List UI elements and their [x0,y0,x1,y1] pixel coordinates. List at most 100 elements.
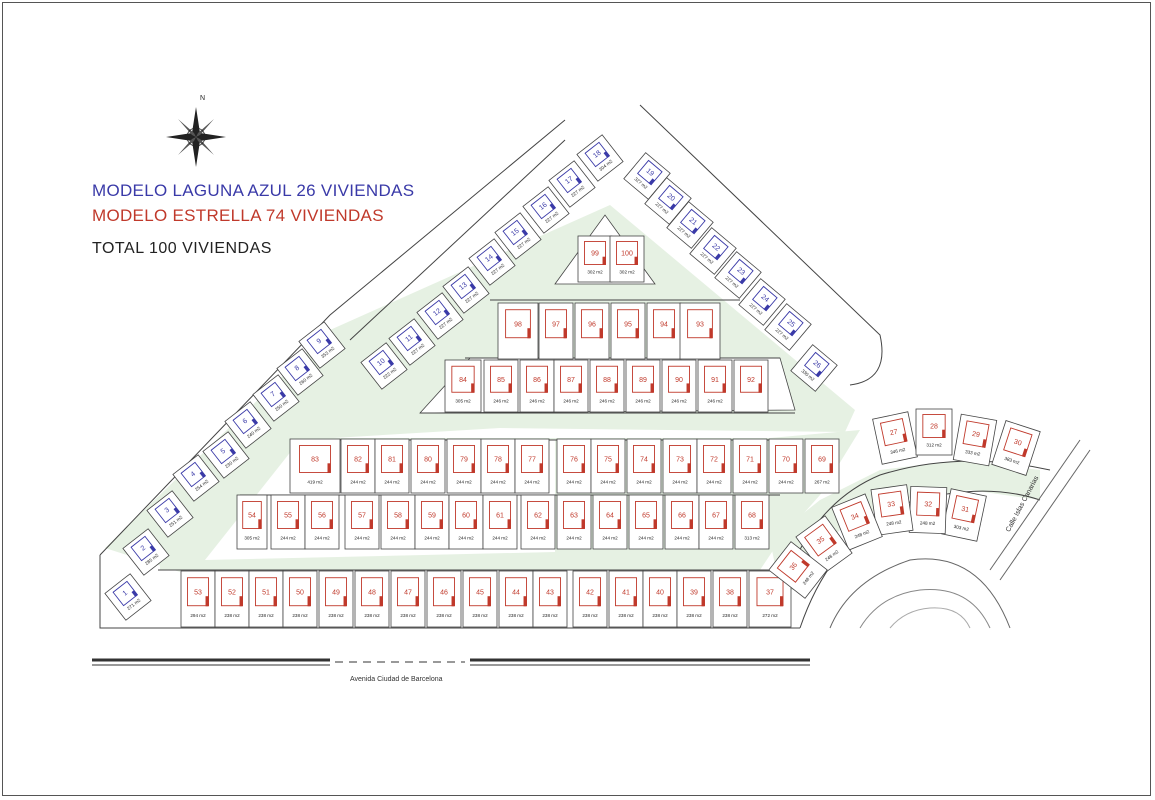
lot-area: 312 m2 [926,443,942,448]
lot-number: 75 [604,457,612,464]
house-outline [396,325,423,352]
house-outline [545,309,567,339]
lot-71: 71 244 m2 [732,438,768,494]
house-outline [637,159,663,186]
lot-number: 37 [766,590,774,597]
entrance-mark [687,463,691,474]
lot-number: 97 [552,322,560,329]
entrance-mark [757,463,761,474]
lot-area: 238 m2 [258,613,274,618]
lot-boundary [522,186,570,234]
lot-boundary [712,570,748,628]
house-outline [878,490,905,518]
house-outline [397,577,419,607]
entrance-mark [199,471,206,478]
lot-area: 244 m2 [350,479,366,484]
lot-number: 5 [220,448,227,456]
lot-boundary [252,374,300,422]
lot-area: 244 m2 [424,535,440,540]
entrance-mark [581,519,585,530]
house-outline [154,497,181,524]
street-label-avenida: Avenida Ciudad de Barcelona [350,676,443,683]
lot-boundary [380,494,416,550]
lot-boundary [483,359,519,413]
lot-number: 72 [710,457,718,464]
entrance-mark [648,178,655,186]
house-outline [112,580,139,607]
entrance-mark [686,383,690,393]
entrance-mark [739,277,746,285]
lot-area: 248 m2 [886,519,902,526]
lot-boundary [714,251,762,299]
lot-boundary [494,212,542,260]
lot-number: 9 [316,338,323,346]
lot-boundary [790,344,838,392]
lot-number: 53 [194,590,202,597]
entrance-mark [793,463,797,474]
lot-number: 69 [818,457,826,464]
entrance-mark [801,559,810,568]
entrance-mark [650,383,654,393]
house-outline [450,273,477,300]
lot-boundary [625,359,661,413]
lot-area: 244 m2 [742,479,758,484]
lot-area: 294 m2 [190,613,206,618]
entrance-mark [539,463,543,474]
lot-boundary [462,570,498,628]
house-outline [210,438,237,465]
entrance-mark [435,463,439,474]
lot-boundary [248,570,284,628]
lot-boundary [202,431,250,479]
lot-boundary [664,494,700,550]
lot-number: 89 [639,377,647,384]
lot-area: 246 m2 [635,399,651,404]
house-outline [584,241,606,265]
lot-number: 99 [591,250,599,257]
lot-number: 80 [424,457,432,464]
house-outline [221,577,243,607]
house-outline [387,501,409,529]
house-outline [469,577,491,607]
lot-area: 244 m2 [778,479,794,484]
entrance-mark [615,463,619,474]
entrance-mark [689,519,693,530]
lot-area: 246 m2 [707,399,723,404]
lot-number: 71 [746,457,754,464]
house-outline [597,445,619,473]
house-outline [719,577,741,607]
entrance-mark [343,596,347,607]
house-outline [325,577,347,607]
house-outline [804,523,837,557]
lot-area: 244 m2 [420,479,436,484]
entrance-mark [505,463,509,474]
lot-boundary [448,494,484,550]
lot-number: 81 [388,457,396,464]
entrance-mark [327,463,331,474]
lot-area: 244 m2 [492,535,508,540]
house-outline [490,365,512,393]
house-outline [671,501,693,529]
lot-number: 25 [785,319,796,329]
house-outline [632,365,654,393]
lot-area: 333 m2 [965,449,981,457]
